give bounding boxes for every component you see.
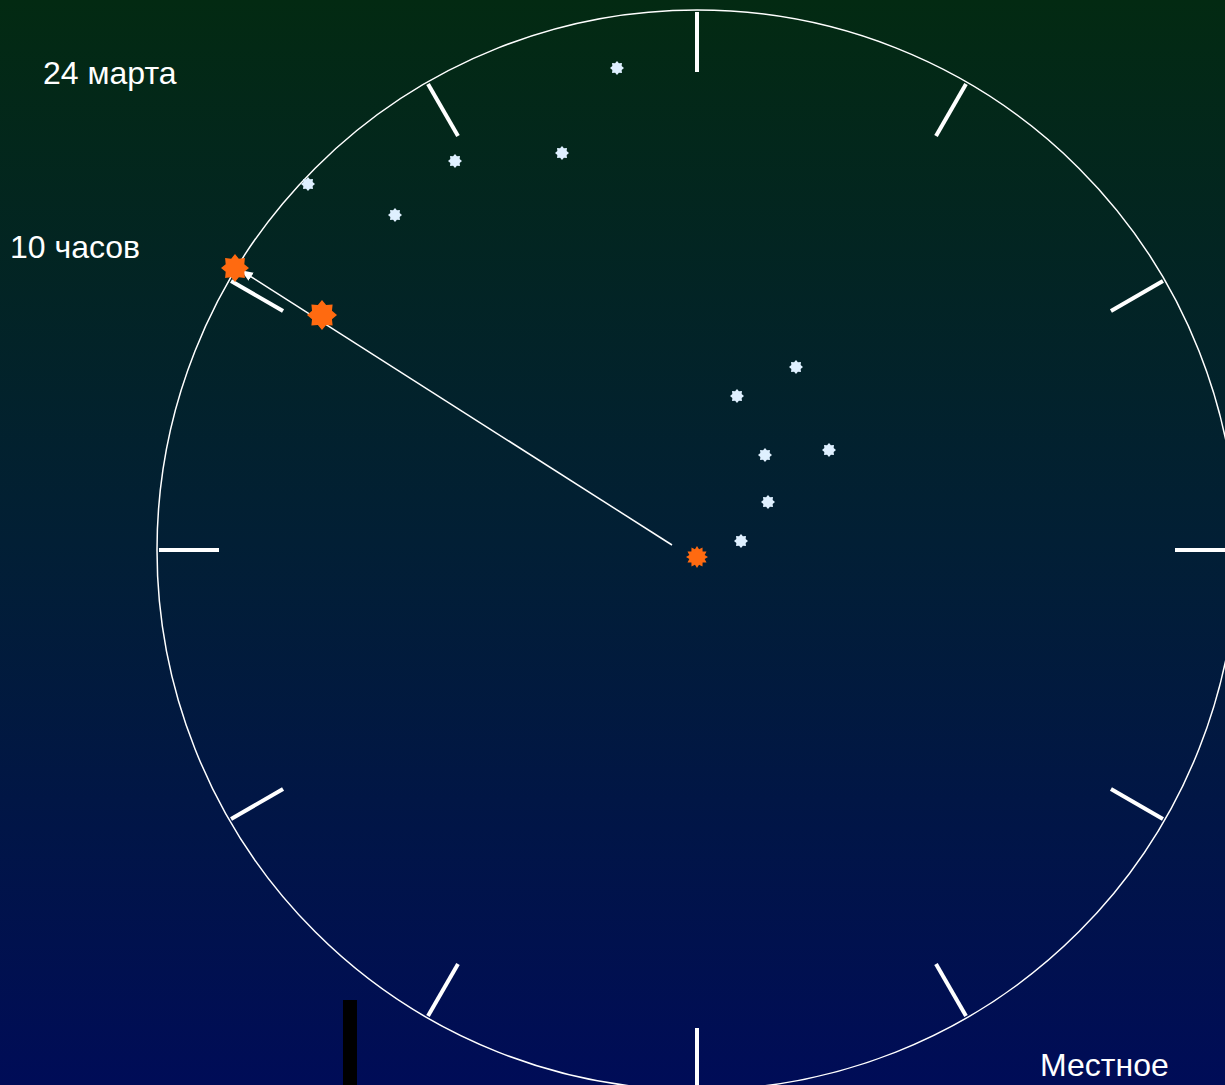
hour-tick (231, 789, 283, 819)
stars (221, 61, 836, 568)
chart-label: 24 марта (43, 56, 176, 91)
hour-tick (695, 1028, 699, 1085)
star (307, 300, 337, 330)
star (758, 448, 772, 462)
star (610, 61, 624, 75)
hour-tick (231, 281, 283, 311)
star (789, 360, 803, 374)
star (448, 154, 462, 168)
star (822, 443, 836, 457)
hour-tick (428, 84, 458, 136)
hour-tick (1111, 789, 1163, 819)
hour-tick (936, 84, 966, 136)
star (388, 208, 402, 222)
hour-tick (1175, 548, 1225, 552)
hour-tick (936, 964, 966, 1016)
star (761, 495, 775, 509)
star (730, 389, 744, 403)
star (221, 254, 249, 282)
chart-label: Местное (1040, 1048, 1169, 1083)
hour-tick (159, 548, 219, 552)
hour-ticks (159, 12, 1225, 1085)
star (555, 146, 569, 160)
star (686, 546, 708, 568)
hour-tick (1111, 281, 1163, 311)
hour-tick (695, 12, 699, 72)
hour-hand (242, 271, 672, 545)
chart-label: 10 часов (10, 230, 140, 265)
star (734, 534, 748, 548)
dial-circle (157, 10, 1225, 1085)
star (301, 177, 315, 191)
hour-tick (428, 964, 458, 1016)
dark-bar (343, 1000, 357, 1085)
